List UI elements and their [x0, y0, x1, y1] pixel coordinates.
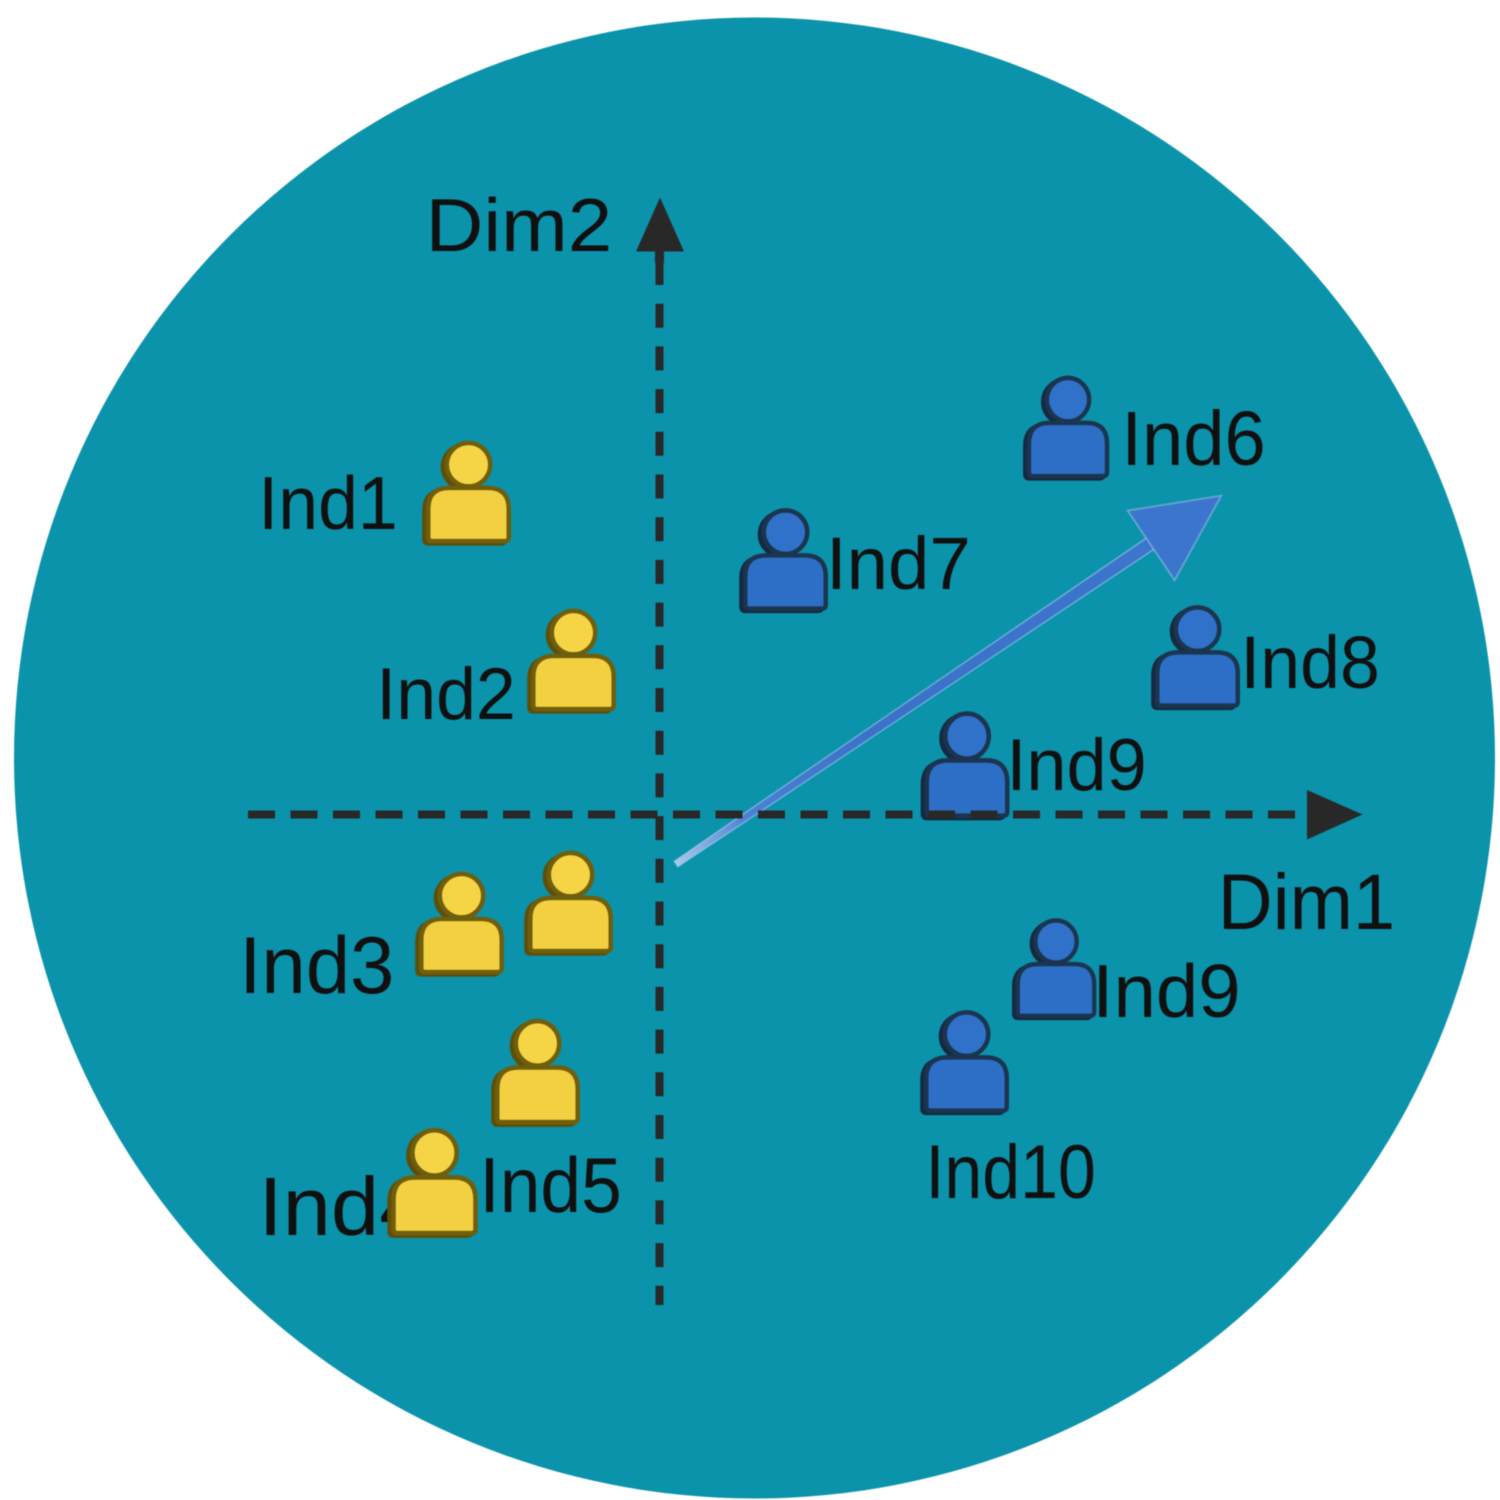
svg-text:Ind7: Ind7 [826, 522, 971, 605]
svg-text:Ind9: Ind9 [1092, 949, 1240, 1033]
svg-text:Ind9: Ind9 [1006, 725, 1146, 806]
svg-text:Ind2: Ind2 [376, 654, 516, 735]
svg-text:Ind6: Ind6 [1121, 396, 1265, 482]
svg-text:Ind3: Ind3 [239, 921, 394, 1011]
svg-text:Ind8: Ind8 [1240, 621, 1379, 704]
svg-text:Ind1: Ind1 [258, 461, 398, 545]
svg-text:Dim1: Dim1 [1218, 857, 1395, 946]
svg-text:Ind10: Ind10 [926, 1130, 1096, 1215]
svg-text:Dim2: Dim2 [426, 183, 613, 267]
svg-text:Ind5: Ind5 [479, 1141, 621, 1229]
